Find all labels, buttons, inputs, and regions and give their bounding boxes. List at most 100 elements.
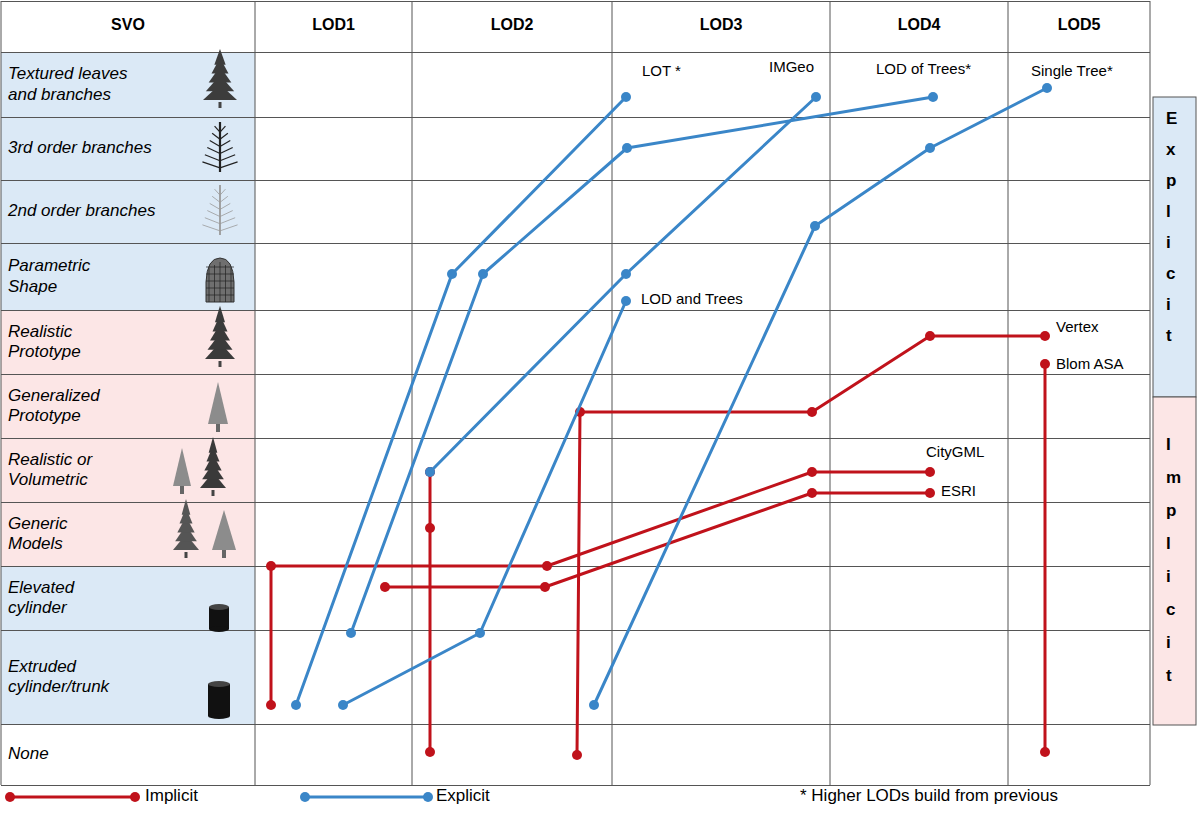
legend-samples	[5, 792, 433, 802]
grid-line	[1, 785, 1150, 786]
explicit-dot	[425, 467, 435, 477]
implicit-dot	[572, 750, 582, 760]
column-header: LOD3	[700, 15, 743, 34]
explicit-dot	[291, 700, 301, 710]
explicit-line	[430, 97, 816, 472]
column-header: LOD4	[898, 15, 941, 34]
legend-swatch	[5, 792, 140, 802]
implicit-dot	[540, 582, 550, 592]
grid-line	[1008, 1, 1009, 785]
implicit-dot	[266, 700, 276, 710]
series-label: Single Tree*	[1030, 62, 1114, 80]
explicit-dot	[925, 143, 935, 153]
series-label: LOT *	[641, 62, 682, 80]
series-label: LOD of Trees*	[875, 60, 972, 78]
legend-swatch	[300, 792, 433, 802]
implicit-dot	[925, 467, 935, 477]
implicit-dot	[425, 523, 435, 533]
side-band-label: Implicit	[1166, 428, 1167, 692]
legend-label: Explicit	[436, 786, 490, 806]
explicit-dot	[346, 628, 356, 638]
explicit-dot	[621, 269, 631, 279]
explicit-lines	[291, 83, 1052, 710]
side-band	[1153, 97, 1196, 725]
side-band-label: Explicit	[1166, 103, 1167, 351]
row-header: Realistic Prototype	[8, 322, 128, 363]
row-header: Parametric Shape	[8, 256, 128, 297]
column-header: LOD2	[491, 15, 534, 34]
implicit-line	[271, 472, 930, 705]
explicit-dot	[478, 269, 488, 279]
row-header: 3rd order branches	[8, 138, 203, 158]
row-fill	[1, 374, 255, 438]
explicit-dot	[810, 221, 820, 231]
grid-line	[1, 117, 1150, 118]
row-fill	[1, 502, 255, 566]
grid-line	[830, 1, 831, 785]
implicit-line	[385, 493, 930, 587]
implicit-dot	[380, 582, 390, 592]
row-fill	[1, 566, 255, 630]
explicit-dot	[1042, 83, 1052, 93]
row-fill	[1, 180, 255, 243]
grid-line	[1, 52, 1150, 53]
implicit-dot	[807, 488, 817, 498]
series-label: CityGML	[925, 443, 985, 461]
row-fill	[1, 630, 255, 724]
row-fill	[1, 724, 255, 785]
grid-line	[1, 180, 1150, 181]
grid-line	[1, 374, 1150, 375]
explicit-band	[1153, 97, 1196, 397]
implicit-dot	[1040, 747, 1050, 757]
row-fill	[1, 438, 255, 502]
grid-line	[1, 1, 1150, 2]
grid-line	[1, 310, 1150, 311]
implicit-line	[429, 472, 432, 752]
explicit-dot	[928, 92, 938, 102]
legend-label: Implicit	[145, 786, 198, 806]
explicit-dot	[475, 628, 485, 638]
row-header: Generalized Prototype	[8, 386, 128, 427]
tree-icons	[173, 49, 238, 719]
row-fill	[1, 117, 255, 180]
explicit-dot	[621, 296, 631, 306]
implicit-dot	[425, 747, 435, 757]
explicit-line	[351, 97, 933, 633]
explicit-dot	[589, 700, 599, 710]
grid-line	[255, 1, 256, 785]
grid-line	[1, 502, 1150, 503]
implicit-dot	[807, 407, 817, 417]
row-header: 2nd order branches	[8, 201, 203, 221]
implicit-dot	[542, 561, 552, 571]
table-grid	[1, 1, 1150, 786]
explicit-line	[594, 88, 1047, 705]
row-fill	[1, 243, 255, 310]
explicit-dot	[811, 92, 821, 102]
column-header: LOD1	[312, 15, 355, 34]
series-label: IMGeo	[768, 58, 815, 76]
explicit-dot	[622, 143, 632, 153]
row-header: Extruded cylinder/trunk	[8, 657, 148, 698]
grid-line	[1, 243, 1150, 244]
grid-line	[1, 438, 1150, 439]
series-label: LOD and Trees	[640, 290, 744, 308]
explicit-dot	[338, 700, 348, 710]
grid-line	[1, 724, 1150, 725]
grid-line	[1, 630, 1150, 631]
grid-line	[1150, 1, 1151, 785]
column-header: LOD5	[1058, 15, 1101, 34]
explicit-line	[343, 301, 626, 705]
footnote: * Higher LODs build from previous	[800, 786, 1058, 806]
row-header: Realistic or Volumetric	[8, 450, 138, 491]
series-label: Vertex	[1055, 318, 1100, 336]
grid-line	[1, 1, 2, 785]
row-header: Generic Models	[8, 514, 108, 555]
row-header: None	[8, 744, 108, 764]
explicit-line	[296, 97, 626, 705]
grid-line	[1, 566, 1150, 567]
column-header: SVO	[111, 15, 145, 34]
row-fills	[1, 52, 255, 785]
series-label: ESRI	[940, 482, 977, 500]
